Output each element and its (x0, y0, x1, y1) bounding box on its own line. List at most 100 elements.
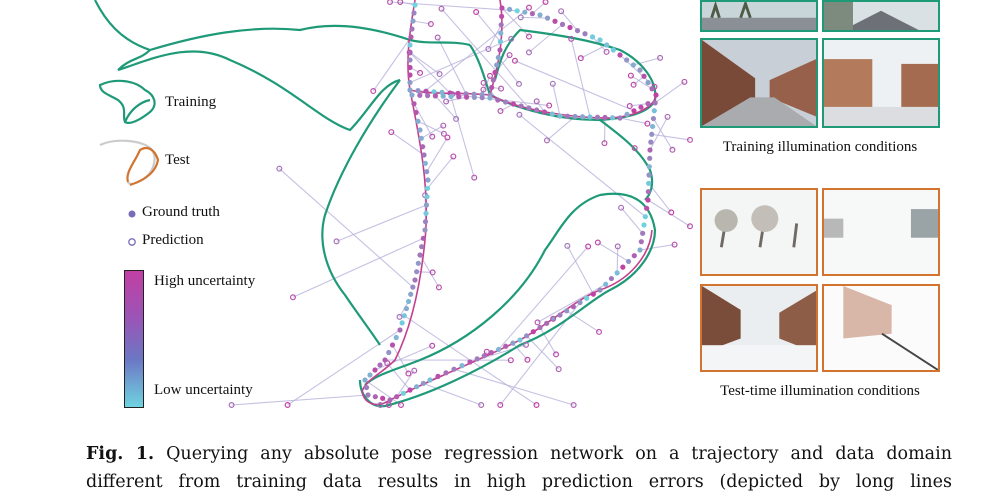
ground-truth-point (624, 57, 630, 63)
prediction-point (517, 14, 524, 21)
prediction-point (478, 402, 485, 409)
ground-truth-point (526, 105, 532, 111)
prediction-error-line (603, 117, 606, 144)
ground-truth-point (417, 252, 423, 258)
ground-truth-point (530, 329, 536, 335)
ground-truth-point (414, 269, 420, 275)
prediction-point (485, 45, 492, 52)
ground-truth-point (649, 131, 655, 137)
ground-truth-point (646, 180, 652, 186)
ground-truth-point (649, 86, 655, 92)
ground-truth-point (642, 214, 648, 220)
ground-truth-point (367, 372, 373, 378)
prediction-point (681, 78, 688, 85)
prediction-point (471, 174, 478, 181)
ground-truth-point (587, 114, 593, 120)
ground-truth-point (544, 15, 551, 21)
prediction-error-line (539, 327, 557, 355)
ground-truth-point (440, 93, 446, 99)
ground-truth-point (418, 135, 424, 141)
trajectory-map (94, 0, 693, 409)
prediction-point (506, 52, 513, 59)
ground-truth-point (420, 380, 426, 386)
ground-truth-point (559, 21, 566, 27)
prediction-point (550, 315, 557, 322)
ground-truth-point (489, 84, 495, 91)
ground-truth-point (652, 100, 658, 106)
prediction-error-line (526, 335, 560, 370)
prediction-error-line (520, 16, 548, 19)
test-photo-2 (822, 188, 940, 276)
prediction-error-line (292, 237, 424, 298)
prediction-point (627, 72, 634, 79)
training-photo-2 (822, 0, 940, 32)
prediction-point (618, 204, 625, 211)
prediction-point (417, 69, 424, 76)
prediction-point (543, 137, 550, 144)
ground-truth-point (399, 320, 405, 326)
test-panel-title: Test-time illumination conditions (720, 383, 920, 399)
prediction-point (601, 140, 608, 147)
ground-truth-point (564, 113, 571, 119)
ground-truth-point (420, 235, 426, 241)
ground-truth-point (497, 47, 503, 53)
ground-truth-point (377, 362, 383, 368)
ground-truth-point (411, 10, 417, 16)
ground-truth-point (471, 94, 477, 100)
prediction-point (508, 35, 515, 42)
prediction-point (553, 351, 560, 358)
prediction-error-line (409, 38, 512, 84)
ground-truth-point (604, 42, 610, 48)
prediction-error-line (580, 44, 607, 59)
prediction-error-line (528, 23, 563, 53)
legend-test-label: Test (165, 152, 190, 168)
prediction-error-line (566, 245, 594, 295)
prediction-point (522, 341, 529, 348)
prediction-error-line (278, 168, 414, 288)
prediction-circle-icon (128, 238, 136, 246)
prediction-point (483, 348, 490, 355)
prediction-error-line (391, 131, 425, 156)
prediction-point (289, 294, 296, 301)
prediction-point (406, 49, 413, 56)
ground-truth-point (529, 11, 536, 17)
prediction-point (228, 402, 235, 409)
prediction-error-line (654, 81, 685, 104)
ground-truth-point (408, 34, 414, 40)
prediction-point (668, 209, 675, 216)
ground-truth-point (394, 394, 400, 400)
prediction-point (429, 133, 436, 140)
prediction-point (438, 5, 445, 12)
ground-truth-point (549, 111, 555, 117)
prediction-point (534, 319, 541, 326)
prediction-point (603, 48, 610, 55)
prediction-point (498, 85, 505, 92)
ground-truth-point (422, 219, 429, 225)
ground-truth-point (641, 73, 647, 79)
prediction-point (450, 153, 457, 160)
prediction-point (387, 0, 394, 5)
ground-truth-point (524, 333, 530, 339)
prediction-error-line (514, 60, 635, 112)
ground-truth-point (490, 77, 496, 83)
ground-truth-point (589, 34, 596, 40)
prediction-point (671, 241, 678, 248)
prediction-point (405, 370, 412, 377)
ground-truth-point (645, 197, 651, 203)
test-photo-3 (700, 284, 818, 372)
prediction-point (435, 284, 442, 291)
ground-truth-point (502, 99, 509, 105)
ground-truth-point (499, 13, 505, 19)
ground-truth-point (625, 258, 632, 265)
ground-truth-point (541, 109, 548, 115)
ground-truth-point (638, 104, 644, 110)
ground-truth-point (597, 37, 603, 43)
prediction-point (614, 243, 621, 250)
ground-truth-point (372, 367, 378, 373)
ground-truth-point (424, 194, 430, 200)
ground-truth-point (495, 97, 501, 103)
ground-truth-point (382, 357, 388, 363)
prediction-error-line (537, 283, 606, 323)
ground-truth-point (424, 185, 431, 191)
low-uncertainty-label: Low uncertainty (154, 382, 253, 398)
